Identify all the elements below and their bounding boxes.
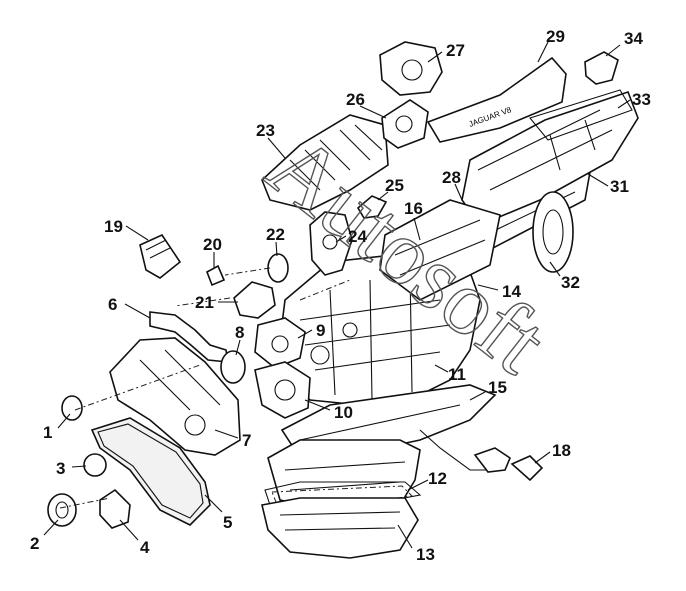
pulley-2 xyxy=(47,493,77,527)
timing-cover xyxy=(109,337,241,456)
throttle-body xyxy=(381,99,429,149)
callout-11: 11 xyxy=(448,365,466,384)
camshaft-cover-gasket-33 xyxy=(529,89,633,141)
callout-leaders xyxy=(43,41,631,549)
sensor-34 xyxy=(584,51,619,85)
callout-23: 23 xyxy=(256,121,275,140)
callout-21: 21 xyxy=(195,293,214,312)
oil-filter xyxy=(139,233,182,279)
callout-1: 1 xyxy=(43,423,52,442)
callout-13: 13 xyxy=(416,545,435,564)
callout-12: 12 xyxy=(428,469,447,488)
callout-3: 3 xyxy=(56,459,65,478)
callout-6: 6 xyxy=(108,295,117,314)
dipstick xyxy=(419,429,544,482)
intake-manifold xyxy=(261,114,389,211)
callout-26: 26 xyxy=(346,90,365,109)
sensor-20 xyxy=(206,264,226,287)
callout-8: 8 xyxy=(235,323,244,342)
callout-9: 9 xyxy=(316,321,325,340)
water-outlet xyxy=(233,281,276,319)
callout-29: 29 xyxy=(546,27,565,46)
callout-14: 14 xyxy=(502,282,521,301)
callout-15: 15 xyxy=(488,378,507,397)
flywheel xyxy=(532,191,574,273)
throttle-actuator xyxy=(379,41,443,96)
callout-19: 19 xyxy=(104,217,123,236)
callout-labels: 1 2 3 4 5 6 7 8 9 10 11 12 13 14 15 16 1… xyxy=(30,27,651,564)
callout-16: 16 xyxy=(404,199,423,218)
pulley-22 xyxy=(267,253,289,283)
callout-28: 28 xyxy=(442,168,461,187)
callout-10: 10 xyxy=(334,403,353,422)
drive-belt xyxy=(90,417,211,526)
callout-20: 20 xyxy=(203,235,222,254)
pulley-1 xyxy=(61,395,83,421)
cylinder-head-left xyxy=(379,199,501,301)
callout-5: 5 xyxy=(223,513,232,532)
callout-25: 25 xyxy=(385,176,404,195)
oil-pump xyxy=(254,361,311,419)
gasket-25 xyxy=(356,195,388,219)
oil-pan xyxy=(261,497,419,559)
callout-22: 22 xyxy=(266,225,285,244)
callout-34: 34 xyxy=(624,29,643,48)
callout-27: 27 xyxy=(446,41,465,60)
callout-2: 2 xyxy=(30,534,39,553)
callout-18: 18 xyxy=(552,441,571,460)
callout-7: 7 xyxy=(242,431,251,450)
callout-31: 31 xyxy=(610,177,629,196)
callout-32: 32 xyxy=(561,273,580,292)
engine-cover: JAGUAR V8 xyxy=(426,56,567,143)
assembly-centerlines xyxy=(59,267,351,509)
pulley-3 xyxy=(83,453,107,477)
thermostat-housing xyxy=(309,211,353,276)
callout-33: 33 xyxy=(632,90,651,109)
water-pump xyxy=(220,317,306,384)
tensioner-4 xyxy=(99,488,131,529)
callout-24: 24 xyxy=(348,227,367,246)
callout-4: 4 xyxy=(140,538,150,557)
